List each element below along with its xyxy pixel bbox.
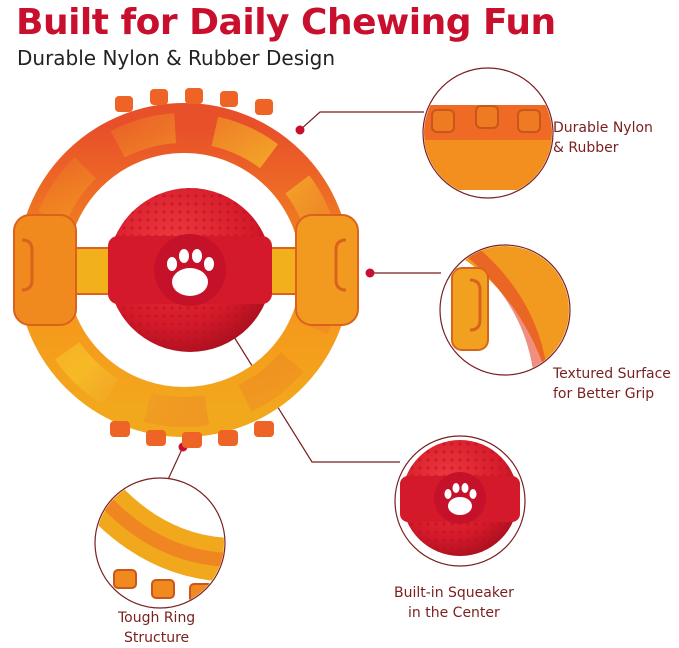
callout-ring: Tough Ring Structure xyxy=(118,608,195,648)
leader-line-nylon xyxy=(299,111,424,131)
detail-textured-surface xyxy=(439,244,571,376)
callout-nylon-line1: Durable Nylon xyxy=(553,120,653,136)
callout-texture: Textured Surface for Better Grip xyxy=(553,364,671,404)
callout-squeaker-line1: Built-in Squeaker xyxy=(394,585,514,601)
paw-print-icon xyxy=(167,249,214,296)
detail-squeaker xyxy=(394,435,526,567)
callout-texture-line2: for Better Grip xyxy=(553,386,655,402)
chew-ring-toy xyxy=(13,88,359,448)
callout-nylon: Durable Nylon & Rubber xyxy=(553,118,653,158)
callout-squeaker: Built-in Squeaker in the Center xyxy=(394,583,514,623)
callout-texture-line1: Textured Surface xyxy=(553,366,671,382)
callout-ring-line1: Tough Ring xyxy=(118,610,196,626)
detail-nylon-rubber xyxy=(422,67,554,199)
callout-squeaker-line2: in the Center xyxy=(408,605,500,621)
ring-knobs xyxy=(110,88,274,448)
leader-line-squeaker xyxy=(215,307,400,463)
detail-tough-ring xyxy=(94,477,226,609)
page-subtitle: Durable Nylon & Rubber Design xyxy=(17,46,336,70)
leader-dots xyxy=(178,125,375,452)
callout-nylon-line2: & Rubber xyxy=(553,140,619,156)
callout-ring-line2: Structure xyxy=(124,630,190,646)
page-title: Built for Daily Chewing Fun xyxy=(16,2,556,43)
paw-print-icon xyxy=(444,483,477,515)
